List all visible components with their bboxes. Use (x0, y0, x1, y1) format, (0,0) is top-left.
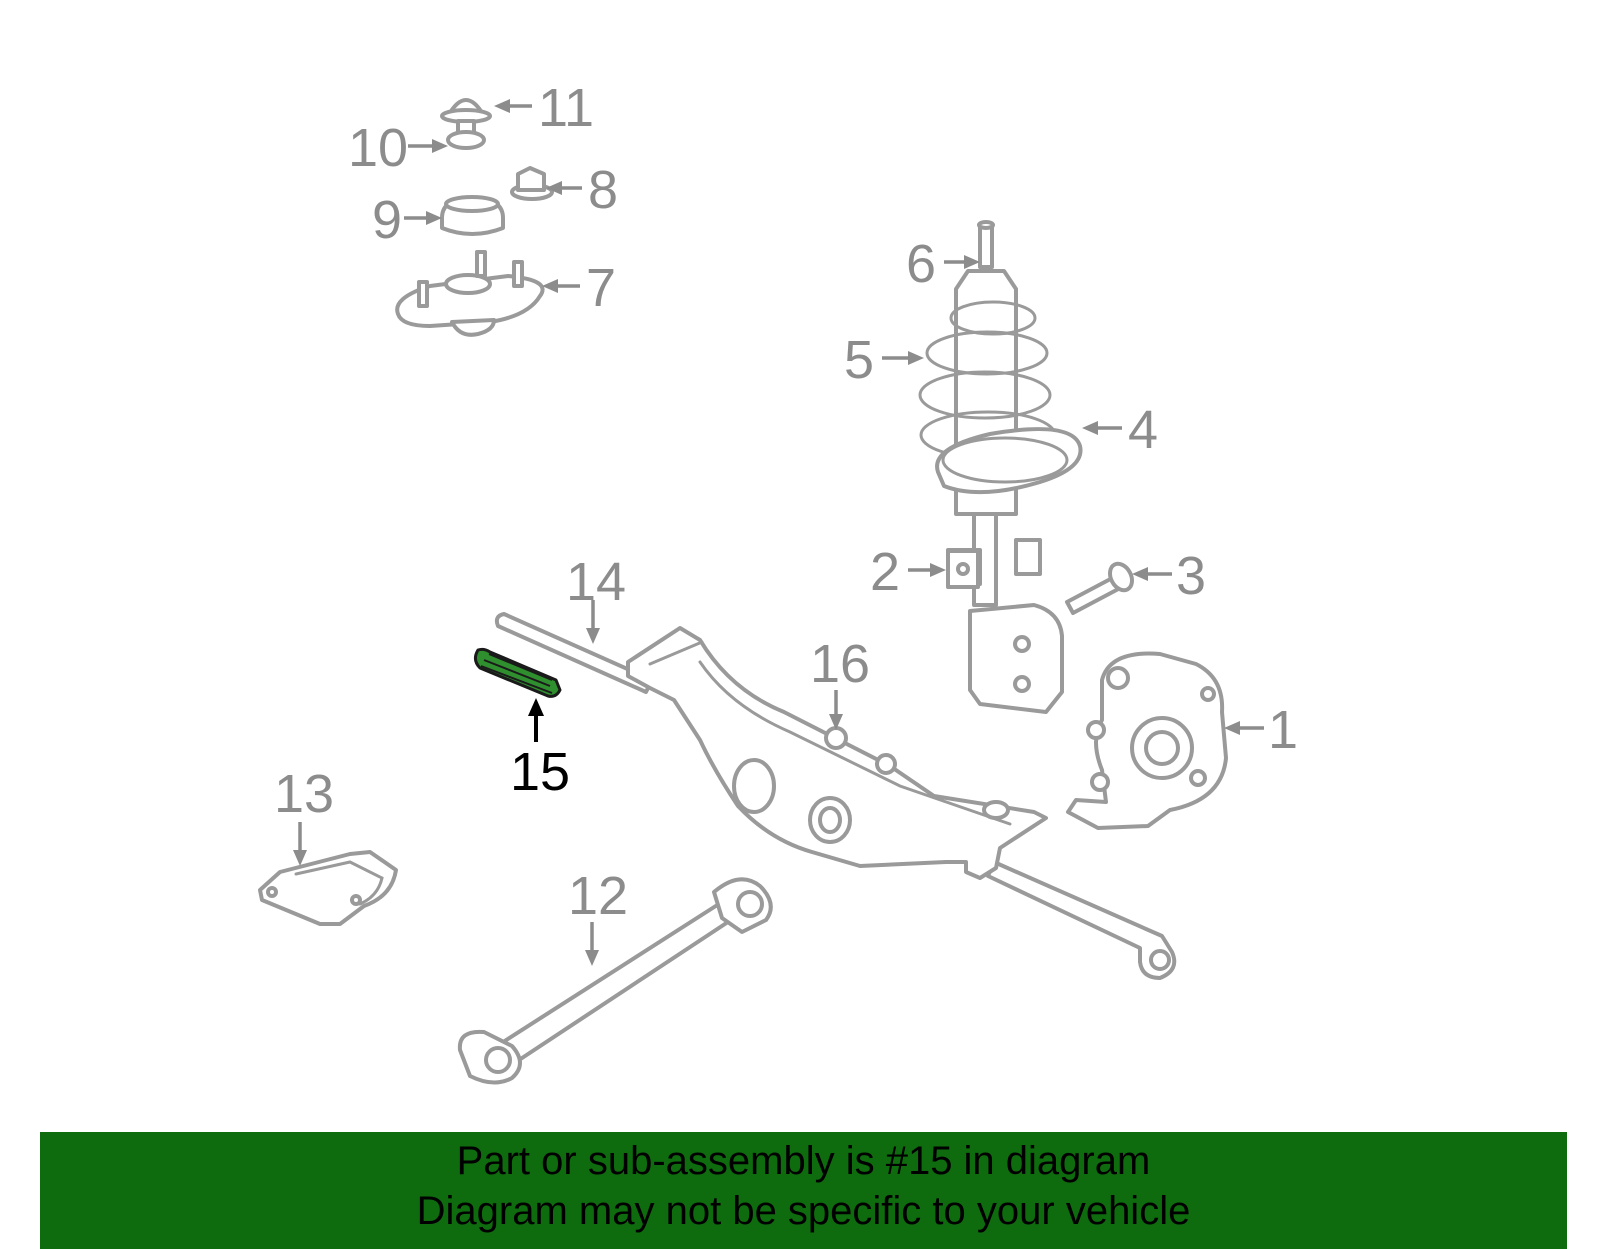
callout-13-label: 13 (274, 764, 334, 824)
callout-3: 3 (1132, 546, 1206, 606)
callout-15-label: 15 (510, 742, 570, 802)
callout-9: 9 (372, 190, 442, 250)
callout-13: 13 (274, 764, 334, 866)
callout-16-label: 16 (810, 634, 870, 694)
callout-1-label: 1 (1268, 700, 1298, 760)
part-10-washer[interactable] (446, 119, 486, 150)
callout-11-label: 11 (538, 78, 594, 138)
callout-7: 7 (542, 258, 616, 318)
callout-7-label: 7 (586, 258, 616, 318)
part-7-strut-mount[interactable] (395, 250, 545, 337)
part-16-axle-beam[interactable] (626, 626, 1048, 880)
part-11-cap[interactable] (440, 98, 492, 124)
part-1-knuckle[interactable] (1066, 651, 1228, 830)
callout-15: 15 (510, 698, 570, 802)
callout-14: 14 (566, 552, 626, 644)
part-6-strut-rod[interactable] (977, 220, 995, 269)
callout-3-label: 3 (1176, 546, 1206, 606)
suspension-parts-diagram: 11 10 8 9 7 6 5 4 2 (258, 78, 1298, 1085)
footer-line-2: Diagram may not be specific to your vehi… (416, 1189, 1191, 1233)
callout-4-label: 4 (1128, 400, 1158, 460)
diagram-footer-banner: Part or sub-assembly is #15 in diagram D… (40, 1132, 1567, 1249)
callout-8: 8 (546, 160, 618, 220)
part-2-bracket[interactable] (946, 549, 980, 589)
callout-6: 6 (906, 234, 980, 294)
callout-2: 2 (870, 542, 946, 602)
callout-12-label: 12 (568, 866, 628, 926)
callout-10: 10 (348, 118, 448, 178)
callout-2-label: 2 (870, 542, 900, 602)
callout-4: 4 (1082, 400, 1158, 460)
callout-5-label: 5 (844, 330, 874, 390)
callout-9-label: 9 (372, 190, 402, 250)
callout-5: 5 (844, 330, 924, 390)
footer-line-1: Part or sub-assembly is #15 in diagram (456, 1139, 1151, 1183)
callout-8-label: 8 (588, 160, 618, 220)
part-8-nut[interactable] (510, 166, 554, 201)
callout-10-label: 10 (348, 118, 408, 178)
callout-11: 11 (494, 78, 594, 138)
callout-16: 16 (810, 634, 870, 730)
callout-6-label: 6 (906, 234, 936, 294)
callout-1: 1 (1224, 700, 1298, 760)
part-4-spring-seat[interactable] (935, 427, 1083, 495)
callout-12: 12 (568, 866, 628, 966)
part-13-mount-bracket[interactable] (258, 850, 398, 926)
part-9-bushing[interactable] (440, 195, 505, 236)
callout-14-label: 14 (566, 552, 626, 612)
part-12-lateral-link[interactable] (457, 877, 773, 1085)
part-15-highlighted[interactable] (473, 647, 562, 698)
part-14-stabilizer-bar[interactable] (494, 612, 1177, 980)
part-3-bolt[interactable] (1065, 560, 1136, 615)
